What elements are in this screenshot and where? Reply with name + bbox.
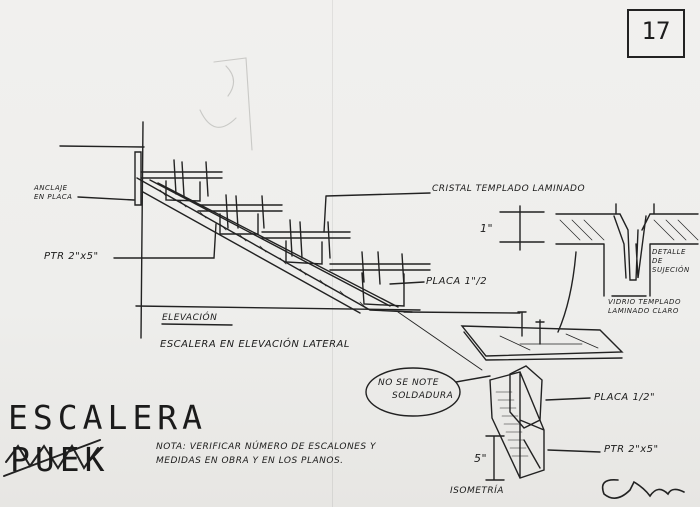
note-bubble xyxy=(365,367,461,417)
leader-placa-lower xyxy=(545,397,591,401)
label-anclaje: ANCLAJE EN PLACA xyxy=(34,184,73,201)
label-vidrio: VIDRIO TEMPLADO LAMINADO CLARO xyxy=(608,298,681,315)
projection-line xyxy=(397,311,483,371)
isometric-plate xyxy=(509,365,543,429)
signature xyxy=(601,478,685,499)
sheet-number: 17 xyxy=(641,17,671,45)
label-ptr-left: PTR 2"x5" xyxy=(44,251,99,262)
stringer-hatch xyxy=(159,189,367,309)
isometric-ptr xyxy=(489,371,545,479)
label-placa-upper: PLACA 1"/2 xyxy=(426,276,488,287)
sheet-number-box: 17 xyxy=(627,9,685,58)
ground-line xyxy=(135,305,521,314)
stair-stringer xyxy=(136,177,413,314)
subtitle-scribble xyxy=(3,439,101,477)
label-no-se-note: NO SE NOTE xyxy=(378,378,439,388)
label-elevacion: ELEVACIÓN xyxy=(162,313,218,323)
drawing-subtitle: PUEK xyxy=(10,440,110,479)
faint-background-sketch xyxy=(199,57,253,151)
drawing-title: ESCALERA xyxy=(8,398,207,437)
label-cristal: CRISTAL TEMPLADO LAMINADO xyxy=(432,184,586,194)
ptr-hatch xyxy=(495,391,529,457)
top-edge-line xyxy=(59,145,145,148)
anchor-plate xyxy=(134,151,142,206)
dimension-5in xyxy=(485,435,505,481)
elevation-underline xyxy=(161,323,233,326)
glass-hatch xyxy=(499,333,599,351)
leader-anclaje xyxy=(77,196,135,201)
label-dimension-1: 1" xyxy=(480,222,494,235)
leader-ptr-left xyxy=(113,223,217,259)
leader-placa-upper xyxy=(389,281,425,285)
label-isometria: ISOMETRÍA xyxy=(450,486,504,496)
label-escalera-elevacion: ESCALERA EN ELEVACIÓN LATERAL xyxy=(160,339,350,350)
leader-bubble xyxy=(455,375,491,383)
wall-line xyxy=(140,121,144,339)
label-placa-lower: PLACA 1/2" xyxy=(594,392,656,403)
label-ptr-right: PTR 2"x5" xyxy=(604,444,659,455)
label-detalle: DETALLE DE SUJECIÓN xyxy=(652,248,690,274)
dimension-1in xyxy=(499,205,545,251)
leader-ptr-right xyxy=(547,449,601,453)
stair-steps xyxy=(140,159,431,307)
glass-arrows xyxy=(517,311,545,345)
detail-section xyxy=(555,203,699,297)
glass-panel xyxy=(460,325,624,361)
leader-cristal xyxy=(323,192,431,233)
paper-fold xyxy=(332,0,333,507)
label-dimension-5: 5" xyxy=(474,452,488,465)
detail-hatch xyxy=(559,219,699,241)
leader-detalle xyxy=(557,251,577,333)
label-soldadura: SOLDADURA xyxy=(392,391,454,401)
note-text: NOTA: VERIFICAR NÚMERO DE ESCALONES Y ME… xyxy=(156,442,376,466)
